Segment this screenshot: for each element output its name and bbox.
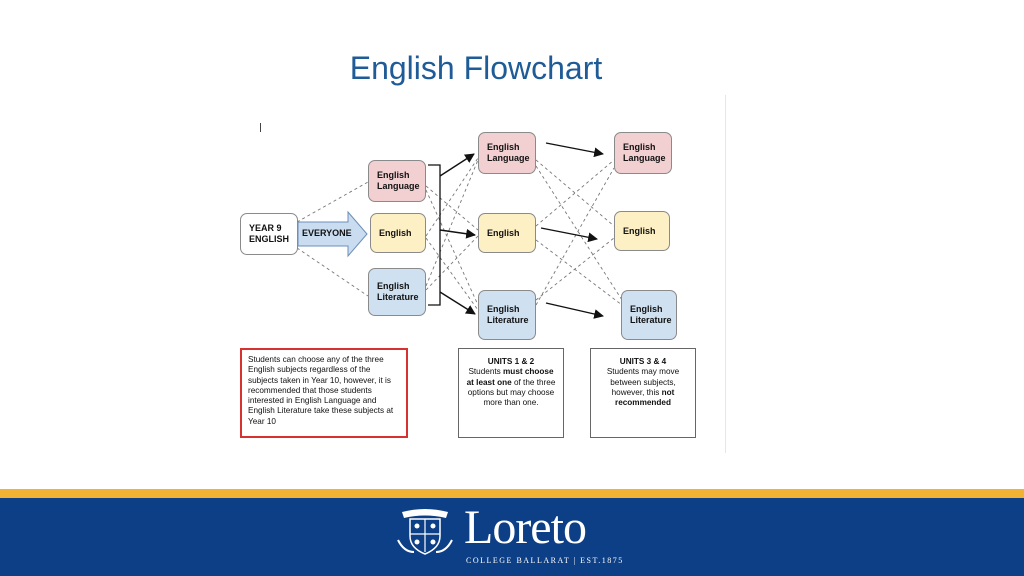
node-year10-english-language: English Language xyxy=(368,160,426,202)
dashed-connector xyxy=(425,157,479,237)
dashed-connector xyxy=(535,159,615,227)
college-crest-icon xyxy=(397,509,453,555)
dashed-connector xyxy=(535,237,615,301)
everyone-arrow-shape xyxy=(297,210,368,258)
bracket xyxy=(428,164,441,306)
year10-note: Students can choose any of the three Eng… xyxy=(240,348,408,438)
units34-note: UNITS 3 & 4 Students may move between su… xyxy=(590,348,696,438)
footer-blue-band xyxy=(0,498,1024,576)
node-units12-english-language: English Language xyxy=(478,132,536,174)
dashed-connector xyxy=(425,237,479,311)
footer-gold-band xyxy=(0,489,1024,498)
text-cursor xyxy=(260,123,261,132)
dashed-connector xyxy=(296,181,369,223)
units12-note: UNITS 1 & 2 Students must choose at leas… xyxy=(458,348,564,438)
dashed-connector xyxy=(535,167,615,306)
solid-arrow xyxy=(439,153,475,177)
dashed-connector xyxy=(535,165,623,301)
node-units34-english-literature: English Literature xyxy=(621,290,677,340)
units34-title: UNITS 3 & 4 xyxy=(619,357,667,366)
node-year10-english: English xyxy=(370,213,426,253)
dashed-connector xyxy=(425,235,479,291)
solid-arrow xyxy=(545,142,604,158)
units12-text-pre: Students xyxy=(468,367,504,377)
node-units12-english: English xyxy=(478,213,536,253)
node-units12-english-literature: English Literature xyxy=(478,290,536,340)
brand-logo-text: Loreto xyxy=(464,501,587,554)
page-title: English Flowchart xyxy=(349,50,603,86)
node-year10-english-literature: English Literature xyxy=(368,268,426,316)
brand-subtitle: COLLEGE BALLARAT | EST.1875 xyxy=(466,556,624,565)
units12-text-post: of the three options but may choose more… xyxy=(467,377,556,408)
dashed-connector xyxy=(425,185,479,231)
solid-arrow xyxy=(439,228,476,239)
dashed-connector xyxy=(425,189,479,306)
dashed-connector xyxy=(535,239,623,306)
dashed-connector xyxy=(535,159,615,227)
dashed-connector xyxy=(425,159,479,287)
units34-text-bold: not recommended xyxy=(615,387,675,408)
node-units34-english: English xyxy=(614,211,670,251)
units34-text-pre: Students may move between subjects, howe… xyxy=(606,367,680,397)
solid-arrow xyxy=(540,227,598,243)
units12-text-bold: must choose at least one xyxy=(466,367,554,387)
node-year9-english: YEAR 9 ENGLISH xyxy=(240,213,298,255)
diagram-border xyxy=(725,95,726,453)
dashed-connector xyxy=(296,247,369,297)
node-units34-english-language: English Language xyxy=(614,132,672,174)
units12-title: UNITS 1 & 2 xyxy=(487,357,535,366)
everyone-arrow-label: EVERYONE xyxy=(302,228,352,238)
solid-arrow xyxy=(545,302,604,319)
solid-arrow xyxy=(439,291,476,315)
